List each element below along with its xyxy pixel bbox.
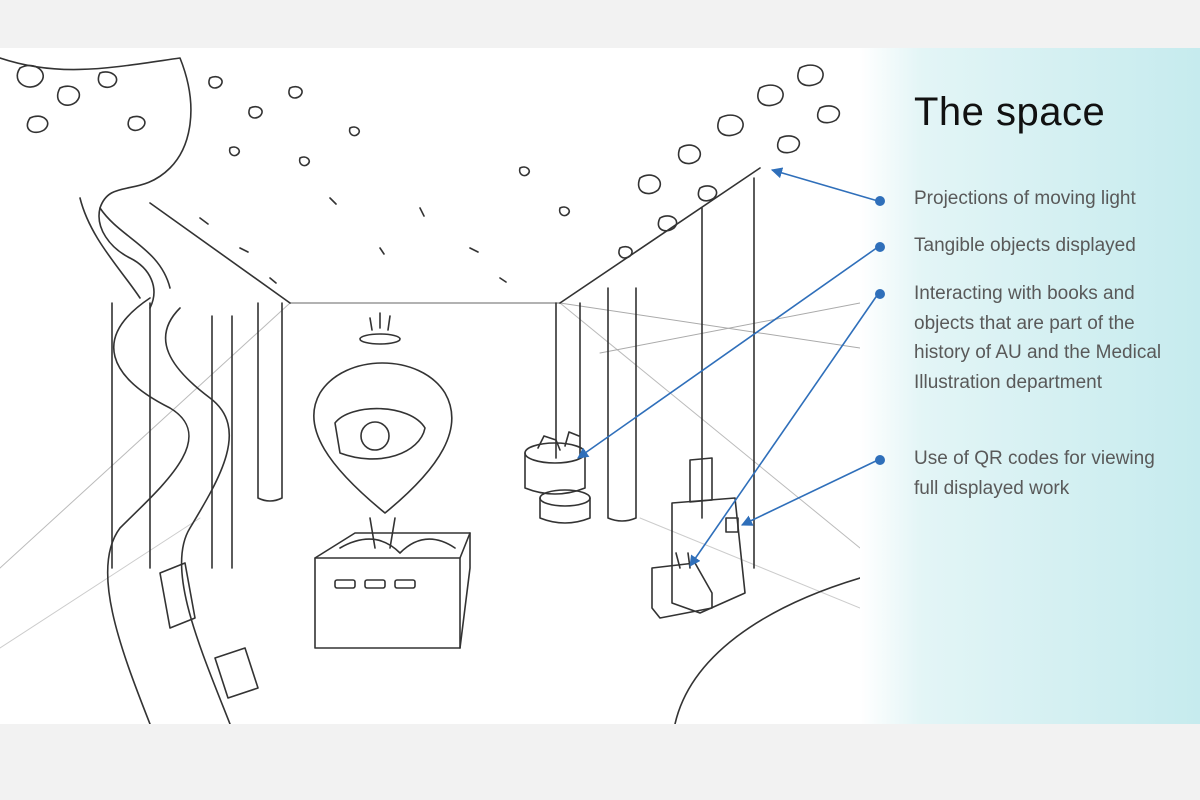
bullet-dot-1 bbox=[875, 196, 885, 206]
slide: The space Projections of moving light Ta… bbox=[0, 48, 1200, 724]
text-panel bbox=[860, 48, 1200, 724]
gallery-space-sketch bbox=[0, 57, 860, 724]
slide-title: The space bbox=[914, 90, 1106, 134]
bullet-interacting-books: Interacting with books and objects that … bbox=[914, 283, 1162, 393]
bullet-dot-3 bbox=[875, 289, 885, 299]
bullet-tangible-objects: Tangible objects displayed bbox=[914, 235, 1136, 256]
bullet-dot-2 bbox=[875, 242, 885, 252]
bullet-projections: Projections of moving light bbox=[914, 188, 1136, 209]
bullet-dot-4 bbox=[875, 455, 885, 465]
bullet-qr-codes: Use of QR codes for viewing full display… bbox=[914, 448, 1155, 499]
